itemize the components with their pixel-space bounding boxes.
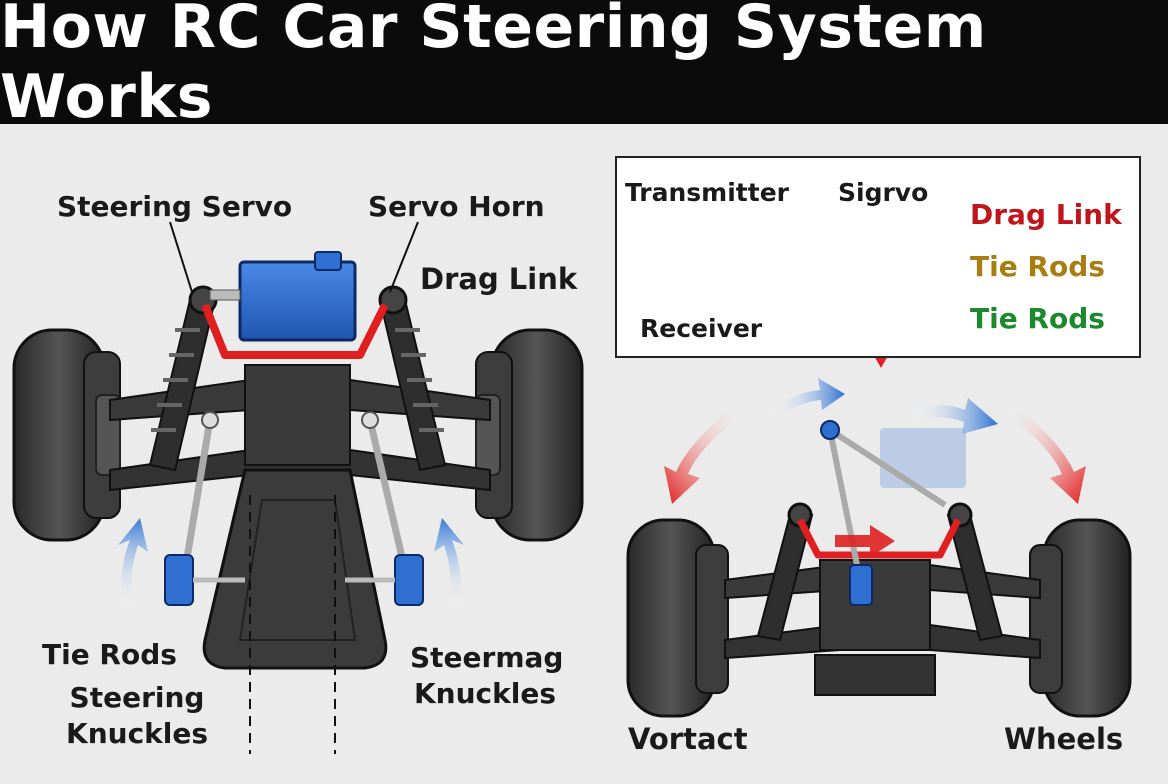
label-receiver: Receiver xyxy=(640,314,763,343)
left-chassis xyxy=(12,221,584,754)
right-chassis xyxy=(626,378,1132,718)
left-tire-left xyxy=(12,328,121,542)
red-arrow-left xyxy=(664,402,744,504)
legend-drag-link: Drag Link xyxy=(970,198,1122,231)
label-drag-link: Drag Link xyxy=(420,262,578,296)
label-servo: Sigrvo xyxy=(838,178,929,207)
blue-arrow-right xyxy=(910,398,998,434)
label-steering-knuckles: Steering Knuckles xyxy=(66,681,209,750)
label-vortact: Vortact xyxy=(628,722,748,756)
left-tire-right xyxy=(475,328,584,542)
label-transmitter: Transmitter xyxy=(625,178,789,207)
flow-box xyxy=(615,156,1141,358)
blue-arrow-left xyxy=(770,378,845,420)
right-tire-left xyxy=(626,518,729,718)
left-servo xyxy=(209,251,357,342)
label-steering-servo: Steering Servo xyxy=(57,190,293,223)
right-tire-right xyxy=(1029,518,1132,718)
legend-tie-rods-1: Tie Rods xyxy=(970,250,1105,283)
label-steermag-knuckles: Steermag Knuckles xyxy=(410,641,564,710)
page-title: How RC Car Steering System Works xyxy=(0,0,987,132)
label-wheels: Wheels xyxy=(1004,722,1124,756)
legend-tie-rods-2: Tie Rods xyxy=(970,302,1105,335)
diagram-canvas xyxy=(12,212,1132,754)
title-bar: How RC Car Steering System Works xyxy=(0,0,1168,132)
left-drag-link xyxy=(201,303,389,359)
label-tie-rods: Tie Rods xyxy=(42,638,177,671)
left-shock-right xyxy=(378,285,447,472)
red-arrow-right xyxy=(1006,402,1086,504)
label-servo-horn: Servo Horn xyxy=(368,190,545,223)
